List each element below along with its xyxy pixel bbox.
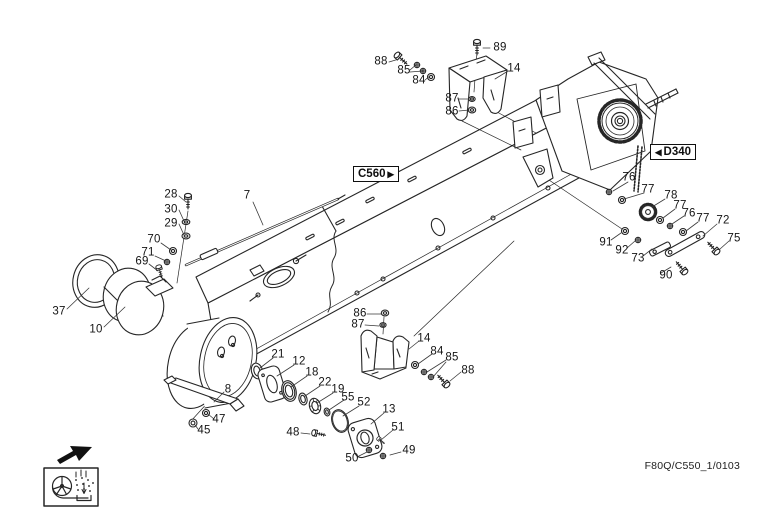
section-ref-label: C560 — [358, 168, 386, 180]
section-ref-label: D340 — [663, 146, 692, 158]
part-number-label: 52 — [357, 396, 371, 409]
part-number-label: 86 — [353, 307, 367, 320]
part-number-label: 48 — [286, 426, 300, 439]
blower-fill-schematic-icon — [43, 467, 99, 507]
bottom-bracket-14-assembly — [360, 309, 452, 390]
part-number-label: 91 — [599, 236, 613, 249]
part-number-label: 51 — [391, 421, 405, 434]
part-number-label: 7 — [243, 189, 251, 202]
part-number-label: 70 — [147, 233, 161, 246]
section-ref-d340[interactable]: ◀D340 — [650, 144, 697, 160]
northeast-arrow-icon — [57, 446, 92, 464]
part-number-label: 47 — [212, 413, 226, 426]
part-number-label: 12 — [292, 355, 306, 368]
part-number-label: 78 — [664, 189, 678, 202]
part-number-label: 76 — [622, 171, 636, 184]
part-number-label: 85 — [445, 351, 459, 364]
band-10-with-clamp — [102, 267, 174, 336]
leader-lines — [66, 47, 730, 458]
drive-shaft — [645, 88, 679, 109]
boom-body — [195, 67, 613, 375]
roller-chain — [633, 145, 643, 193]
part-number-label: 77 — [696, 212, 710, 225]
part-number-label: 89 — [493, 41, 507, 54]
part-number-label: 84 — [430, 345, 444, 358]
part-number-label: 77 — [641, 183, 655, 196]
part-number-label: 77 — [673, 199, 687, 212]
part-number-label: 22 — [318, 376, 332, 389]
part-number-label: 55 — [341, 391, 355, 404]
part-number-label: 18 — [305, 366, 319, 379]
part-number-label: 14 — [507, 62, 521, 75]
part-number-label: 10 — [89, 323, 103, 336]
tensioner-parts — [605, 188, 722, 277]
part-number-label: 88 — [461, 364, 475, 377]
part-number-label: 69 — [135, 255, 149, 268]
part-number-label: 29 — [164, 217, 178, 230]
part-number-label: 37 — [52, 305, 66, 318]
part-number-label: 49 — [402, 444, 416, 457]
part-number-label: 19 — [331, 383, 345, 396]
drive-sprocket — [597, 98, 643, 144]
part-number-label: 13 — [382, 403, 396, 416]
drawing-code: F80Q/C550_1/0103 — [644, 460, 740, 472]
part-number-label: 50 — [345, 452, 359, 465]
part-number-label: 88 — [374, 55, 388, 68]
part-number-label: 76 — [682, 207, 696, 220]
part-number-label: 87 — [351, 318, 365, 331]
part-number-label: 14 — [417, 332, 431, 345]
boom-drum-end — [166, 316, 258, 410]
part-number-label: 75 — [727, 232, 741, 245]
strip-8-assembly — [163, 375, 245, 428]
part-number-label: 30 — [164, 203, 178, 216]
right-triangle-icon: ▶ — [387, 168, 395, 179]
part-number-label: 87 — [445, 92, 459, 105]
part-number-label: 45 — [197, 424, 211, 437]
left-triangle-icon: ◀ — [655, 146, 662, 157]
part-number-label: 90 — [659, 269, 673, 282]
part-number-label: 8 — [224, 383, 232, 396]
section-ref-c560[interactable]: C560▶ — [353, 166, 400, 182]
part-number-label: 72 — [716, 214, 730, 227]
part-number-label: 92 — [615, 244, 629, 257]
part-number-label: 86 — [445, 105, 459, 118]
part-number-label: 71 — [141, 246, 155, 259]
part-number-label: 85 — [397, 64, 411, 77]
gearbox-housing — [512, 51, 679, 193]
part-number-label: 73 — [631, 252, 645, 265]
part-number-label: 84 — [412, 74, 426, 87]
part-number-label: 21 — [271, 348, 285, 361]
small-sprocket-78 — [638, 202, 658, 222]
part-number-label: 28 — [164, 188, 178, 201]
top-bracket-14-assembly — [392, 38, 508, 122]
